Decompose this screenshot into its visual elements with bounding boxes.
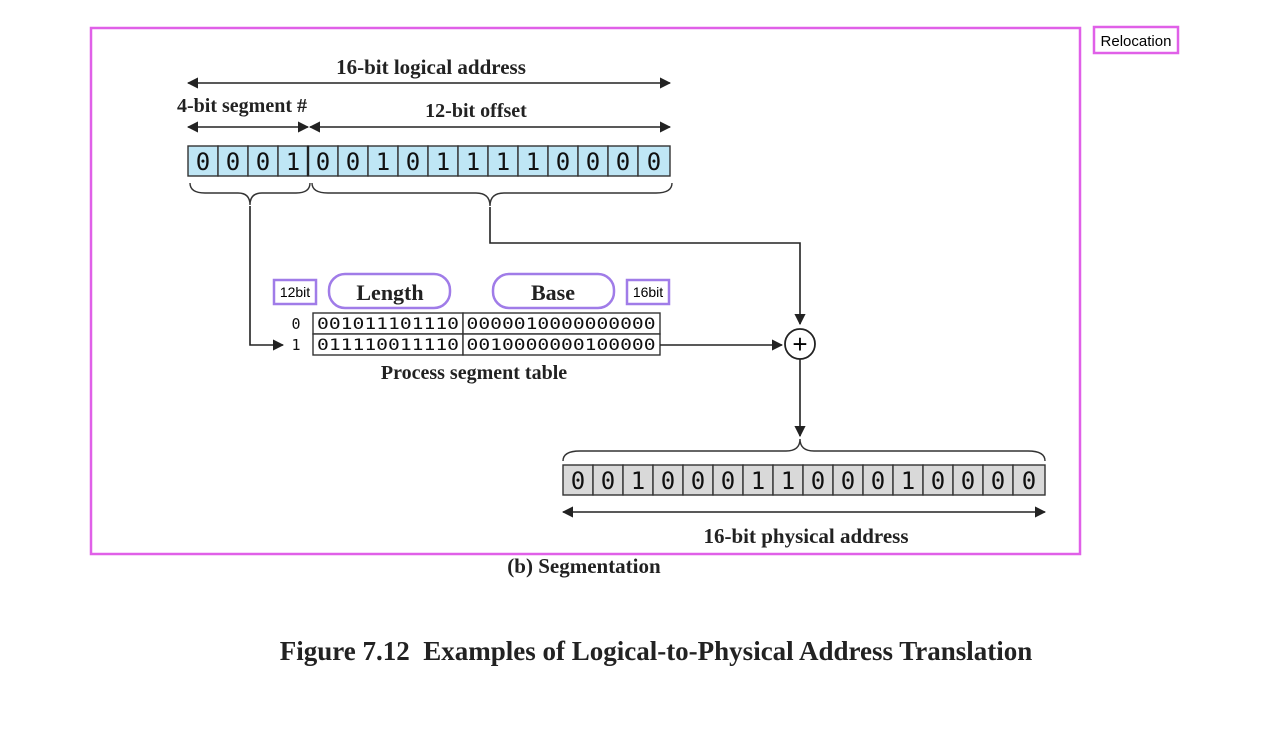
svg-text:0: 0: [961, 467, 975, 495]
physical-bit-cell: 0: [832, 464, 864, 496]
physical-bit-cell: 0: [952, 464, 984, 496]
svg-text:0: 0: [226, 148, 240, 176]
logical-bit-cell: 1: [487, 145, 519, 177]
relocation-tag-box: [1092, 25, 1180, 55]
svg-text:0: 0: [841, 467, 855, 495]
length-header-box: [327, 272, 452, 310]
table-cell-length: 011110011110: [317, 335, 459, 354]
physical-bits: 0 0 1 0 0 0 1 1 0 0 0 1 0 0 0 0: [562, 464, 1046, 496]
svg-text:0: 0: [556, 148, 570, 176]
svg-text:0: 0: [256, 148, 270, 176]
figure-caption: Figure 7.12 Examples of Logical-to-Physi…: [280, 636, 1033, 666]
table-cell-length: 001011101110: [317, 314, 459, 333]
logical-bit-cell: 0: [637, 145, 671, 177]
physical-bit-cell: 0: [922, 464, 954, 496]
svg-text:0: 0: [616, 148, 630, 176]
svg-text:0: 0: [601, 467, 615, 495]
physical-bit-cell: 0: [652, 464, 684, 496]
segment-lookup-arrow: [249, 206, 285, 351]
logical-bit-cell: 0: [247, 145, 279, 177]
logical-address-label: 16-bit logical address: [336, 55, 526, 79]
adder-symbol: +: [792, 329, 807, 359]
logical-bit-cell: 0: [187, 145, 219, 177]
table-row-index: 0: [291, 315, 300, 333]
svg-text:1: 1: [466, 148, 480, 176]
logical-bit-cell: 0: [607, 145, 639, 177]
logical-bit-cell: 1: [367, 145, 399, 177]
svg-text:0: 0: [316, 148, 330, 176]
table-caption: Process segment table: [381, 362, 567, 384]
svg-text:0: 0: [1022, 467, 1036, 495]
svg-text:0: 0: [647, 148, 661, 176]
physical-address-label: 16-bit physical address: [704, 524, 909, 548]
offset-to-adder-arrow: [489, 207, 806, 326]
offset-label: 12-bit offset: [425, 100, 527, 122]
segment-brace: [189, 182, 311, 206]
length-bits-box: [272, 278, 318, 306]
logical-bit-cell: 1: [517, 145, 549, 177]
svg-text:1: 1: [631, 467, 645, 495]
svg-text:1: 1: [781, 467, 795, 495]
physical-bit-cell: 0: [802, 464, 834, 496]
logical-bit-cell: 0: [217, 145, 249, 177]
svg-text:0: 0: [811, 467, 825, 495]
physical-bit-cell: 0: [862, 464, 894, 496]
process-segment-table: 0 1 001011101110 0000010000000000 011110…: [291, 312, 661, 356]
base-bits-box: [625, 278, 671, 306]
adder: +: [784, 328, 816, 360]
physical-bit-cell: 1: [622, 464, 654, 496]
logical-bit-cell: 0: [547, 145, 579, 177]
svg-text:1: 1: [526, 148, 540, 176]
logical-bit-cell: 0: [307, 145, 339, 177]
logical-bit-cell: 1: [277, 145, 309, 177]
logical-bits: 0 0 0 1 0 0 1 0 1 1 1 1 0 0 0 0: [187, 145, 671, 177]
table-row-index: 1: [291, 336, 300, 354]
physical-bit-cell: 0: [712, 464, 744, 496]
svg-text:0: 0: [571, 467, 585, 495]
subcaption: (b) Segmentation: [507, 554, 661, 578]
physical-bit-cell: 0: [592, 464, 624, 496]
physical-bit-cell: 0: [682, 464, 714, 496]
svg-text:1: 1: [751, 467, 765, 495]
physical-bit-cell: 1: [772, 464, 804, 496]
length-bits-tag: 12bit: [280, 284, 310, 300]
logical-bit-cell: 1: [427, 145, 459, 177]
physical-bit-cell: 0: [1012, 464, 1046, 496]
svg-text:0: 0: [406, 148, 420, 176]
svg-text:0: 0: [991, 467, 1005, 495]
svg-text:0: 0: [871, 467, 885, 495]
physical-brace: [562, 438, 1046, 462]
table-cell-base: 0000010000000000: [467, 314, 656, 333]
length-header: Length: [356, 280, 423, 305]
svg-text:1: 1: [496, 148, 510, 176]
svg-text:1: 1: [901, 467, 915, 495]
svg-text:0: 0: [931, 467, 945, 495]
base-header: Base: [531, 280, 575, 305]
physical-bit-cell: 0: [562, 464, 594, 496]
segment-label: 4-bit segment #: [177, 95, 307, 117]
svg-text:0: 0: [196, 148, 210, 176]
physical-bit-cell: 0: [982, 464, 1014, 496]
physical-bit-cell: 1: [892, 464, 924, 496]
svg-text:1: 1: [436, 148, 450, 176]
physical-bit-cell: 1: [742, 464, 774, 496]
logical-bit-cell: 0: [577, 145, 609, 177]
logical-bit-cell: 0: [397, 145, 429, 177]
svg-text:0: 0: [586, 148, 600, 176]
relocation-frame: [89, 26, 1082, 556]
offset-brace: [311, 182, 673, 207]
svg-text:0: 0: [346, 148, 360, 176]
base-header-box: [491, 272, 616, 310]
logical-bit-cell: 1: [457, 145, 489, 177]
base-bits-tag: 16bit: [633, 284, 663, 300]
svg-text:0: 0: [691, 467, 705, 495]
svg-text:1: 1: [376, 148, 390, 176]
relocation-tag: Relocation: [1101, 33, 1172, 50]
table-cell-base: 0010000000100000: [467, 335, 656, 354]
svg-text:0: 0: [661, 467, 675, 495]
svg-text:1: 1: [286, 148, 300, 176]
logical-bit-cell: 0: [337, 145, 369, 177]
svg-text:0: 0: [721, 467, 735, 495]
